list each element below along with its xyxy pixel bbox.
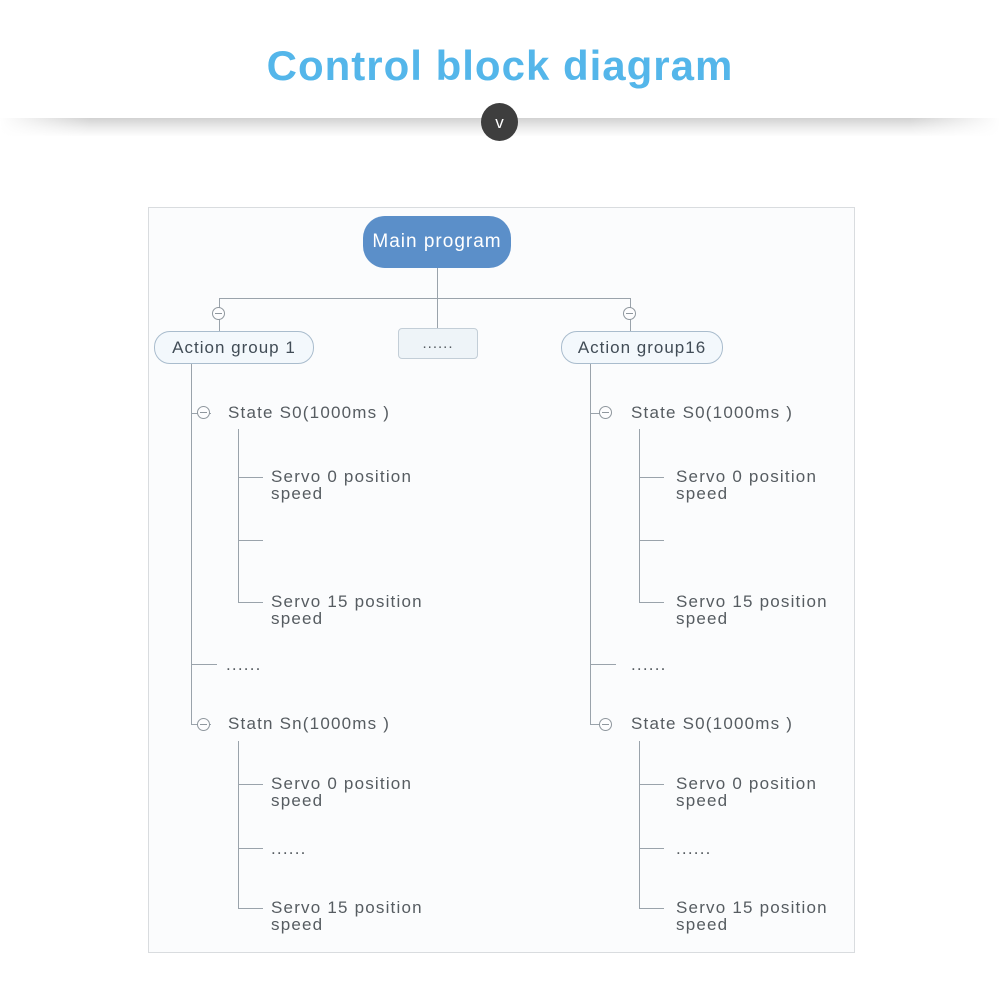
connector-line (238, 602, 263, 603)
connector-line (238, 477, 263, 478)
page-title: Control block diagram (266, 42, 734, 89)
collapse-icon[interactable] (623, 307, 636, 320)
collapse-icon[interactable] (197, 718, 210, 731)
connector-line (639, 741, 640, 908)
connector-line (238, 848, 263, 849)
right-state-1-servo-15-label: Servo 15 position speed (676, 592, 828, 628)
collapse-icon[interactable] (212, 307, 225, 320)
connector-line (191, 364, 192, 724)
right-state-2-servo-15-label: Servo 15 position speed (676, 898, 828, 934)
left-state-1-label: State S0(1000ms ) (228, 403, 391, 422)
main-program-node[interactable]: Main program (363, 216, 511, 268)
right-state-2-label: State S0(1000ms ) (631, 714, 794, 733)
collapse-icon[interactable] (599, 406, 612, 419)
connector-line (238, 540, 263, 541)
right-state-1-servo-0-label: Servo 0 position speed (676, 467, 818, 503)
left-state-1-servo-15-label: Servo 15 position speed (271, 592, 423, 628)
connector-line (590, 664, 616, 665)
divider-fade-right (910, 118, 1000, 136)
connector-line (639, 784, 664, 785)
connector-line (238, 429, 239, 602)
chevron-down-icon: v (481, 103, 518, 141)
right-state-1-label: State S0(1000ms ) (631, 403, 794, 422)
chevron-glyph: v (495, 112, 504, 132)
connector-line (238, 784, 263, 785)
left-state-1-servo-0-label: Servo 0 position speed (271, 467, 413, 503)
action-group-16-node[interactable]: Action group16 (561, 331, 723, 364)
connector-line (219, 298, 631, 299)
left-state-2-label: Statn Sn(1000ms ) (228, 714, 391, 733)
group-ellipsis-node[interactable]: ...... (398, 328, 478, 359)
connector-line (639, 602, 664, 603)
connector-line (590, 364, 591, 724)
collapse-icon[interactable] (197, 406, 210, 419)
left-state-2-ellipsis-label: ...... (271, 839, 307, 858)
collapse-icon[interactable] (599, 718, 612, 731)
right-state-2-servo-0-label: Servo 0 position speed (676, 774, 818, 810)
right-ellipsis-label: ...... (631, 655, 667, 674)
right-state-2-ellipsis-label: ...... (676, 839, 712, 858)
left-ellipsis-label: ...... (226, 655, 262, 674)
connector-line (437, 268, 438, 298)
connector-line (639, 908, 664, 909)
connector-line (639, 477, 664, 478)
divider-fade-left (0, 118, 90, 136)
connector-line (639, 540, 664, 541)
action-group-1-node[interactable]: Action group 1 (154, 331, 314, 364)
connector-line (238, 908, 263, 909)
connector-line (437, 298, 438, 328)
connector-line (191, 664, 217, 665)
connector-line (639, 848, 664, 849)
left-state-2-servo-15-label: Servo 15 position speed (271, 898, 423, 934)
left-state-2-servo-0-label: Servo 0 position speed (271, 774, 413, 810)
connector-line (238, 741, 239, 908)
connector-line (639, 429, 640, 602)
control-block-diagram: Main program Action group 1 ...... Actio… (148, 207, 855, 953)
